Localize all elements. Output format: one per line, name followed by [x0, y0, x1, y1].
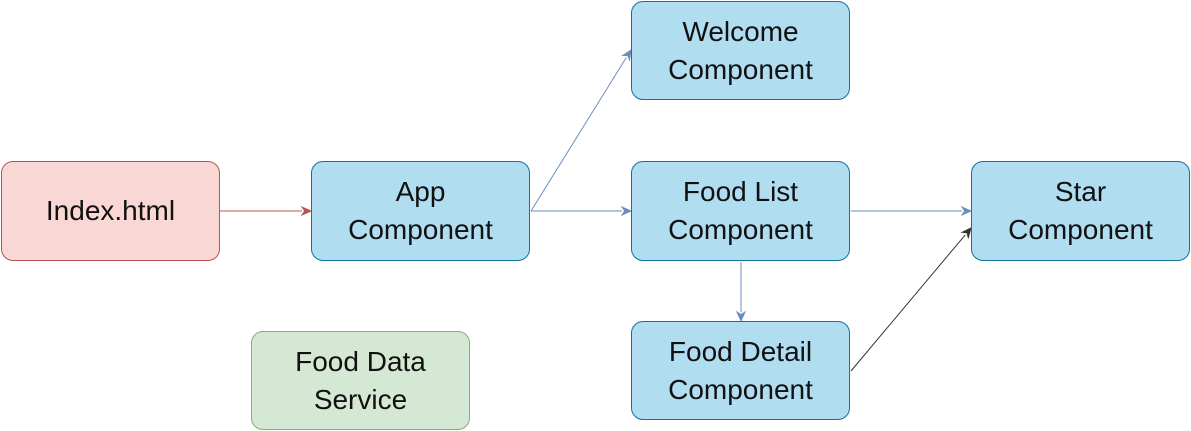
node-app-component-label-line1: App: [395, 176, 446, 207]
node-food-data-service-label-line1: Food Data: [295, 345, 426, 377]
node-welcome-component[interactable]: Welcome Component: [631, 1, 850, 100]
edge-food_detail-to-star: [850, 234, 966, 372]
arrowhead-app-to-food_list: [620, 205, 633, 217]
node-star-component[interactable]: Star Component: [971, 161, 1190, 261]
node-app-component[interactable]: App Component: [311, 161, 530, 261]
node-index-html[interactable]: Index.html: [1, 161, 220, 261]
node-star-component-label-line2: Component: [1008, 214, 1153, 245]
arrowhead-index-to-app: [300, 205, 313, 217]
node-food-detail-component[interactable]: Food Detail Component: [631, 321, 850, 420]
node-welcome-component-label-line1: Welcome: [682, 15, 799, 47]
arrowhead-food_list-to-food_detail: [735, 310, 747, 323]
node-welcome-component-label-line2: Component: [668, 53, 813, 85]
node-index-html-label: Index.html: [45, 195, 176, 226]
node-food-list-component-label-line2: Component: [668, 214, 813, 245]
arrowhead-app-to-welcome: [621, 48, 632, 62]
node-food-list-component[interactable]: Food List Component: [631, 161, 850, 261]
node-food-list-component-label-line1: Food List: [682, 176, 799, 207]
edge-app-to-welcome: [530, 57, 627, 212]
node-food-detail-component-label-line1: Food Detail: [668, 335, 813, 367]
node-food-detail-component-label-line2: Component: [668, 373, 813, 405]
node-star-component-label-line1: Star: [1054, 176, 1107, 207]
node-food-data-service[interactable]: Food Data Service: [251, 331, 470, 430]
arrowhead-food_detail-to-star: [960, 227, 972, 240]
arrowhead-food_list-to-star: [960, 205, 973, 217]
node-app-component-label-line2: Component: [348, 214, 493, 245]
node-food-data-service-label-line2: Service: [313, 383, 408, 415]
